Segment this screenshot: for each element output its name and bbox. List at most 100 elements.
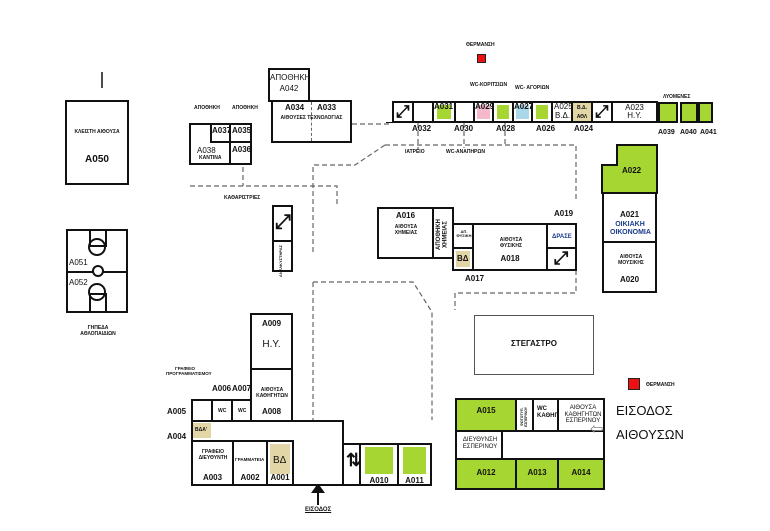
label-a032: A032 [412,124,432,133]
room-a042[interactable]: ΑΠΟΘΗΚΗ A042 [268,68,310,102]
room-a033-number: A033 [317,103,337,112]
room-name: ΦΩΤΟΤΥΠ. ΕΣΠΕΡΙΝΟΥ [520,406,528,428]
room-a034-a033[interactable]: A034 A033 ΑΙΘΟΥΣΕΣ ΤΕΧΝΟΛΟΓΙΑΣ [271,100,352,143]
room-a014[interactable]: A014 [557,458,605,490]
stairs-icon: ⤢ [275,211,291,233]
label-a039: A039 [658,129,675,136]
room-number: A009 [261,319,282,328]
room-name: ΑΙΘΟΥΣΑ ΧΗΜΕΙΑΣ [394,224,418,236]
courts-label: ΓΗΠΕΔΑ ΑΘΛΟΠΑΙΔΙΩΝ [80,325,116,337]
room-number: A015 [476,406,496,415]
room-number: A027 [514,102,534,111]
label-a019: A019 [554,209,574,218]
room-name: Β.Δ. [555,111,571,120]
court-a051: A051 [69,258,88,267]
room-name: ΒΔΑ' [195,427,208,433]
room-name: ΑΙΘΟΥΣΑ ΦΥΣΙΚΗΣ [499,237,523,249]
label-infirmary: ΙΑΤΡΕΙΟ [405,149,425,155]
room-a037[interactable]: A037 [210,123,231,143]
room-a036[interactable]: A036 [229,141,252,165]
room-a026[interactable] [531,101,553,123]
room-evening-direction[interactable]: ΔΙΕΥΘΥΝΣΗ ΕΣΠΕΡΙΝΟΥ [455,430,503,460]
room-a018[interactable]: ΑΙΘΟΥΣΑ ΦΥΣΙΚΗΣ A018 [472,223,548,271]
label-a040: A040 [680,129,697,136]
room-name: ΔΡΑΣΕ [552,234,572,240]
room-a011[interactable]: A011 [397,443,432,486]
room-number: A016 [395,211,416,220]
room-wc-a007[interactable]: WC [231,399,252,422]
room-a034-number: A034 [285,103,305,112]
room-number: A011 [405,476,424,485]
stairs-icon: ⤢ [595,102,609,121]
heating-label: ΘΕΡΜΑΝΣΗ [466,42,495,48]
room-a024[interactable]: Β.Δ.ΑΘΛ [571,101,593,123]
room-physics-storage[interactable]: ΑΠ. ΦΥΣΙΚΗ [452,223,474,249]
room-a016[interactable]: A016 ΑΙΘΟΥΣΑ ΧΗΜΕΙΑΣ [377,207,434,259]
room-a041[interactable] [698,102,713,123]
room-chem-storage[interactable]: ΑΠΟΘΗΚΗ ΧΗΜΕΙΑΣ [432,207,454,259]
room-number: A037 [212,126,232,135]
label-labs: ΛΥΟΜΕΝΕΣ [663,94,691,100]
room-name: ΔΙΕΥΘΥΝΣΗ ΕΣΠΕΡΙΝΟΥ [462,437,498,450]
room-number: A035 [232,126,252,135]
room-name: ΑΙΘΟΥΣΑ ΚΑΘΗΓΗΤΩΝ ΕΣΠΕΡΙΝΟΥ [564,405,602,425]
room-a019[interactable]: ΔΡΑΣΕ [546,223,577,249]
room-a013[interactable]: A013 [515,458,559,490]
room-a012[interactable]: A012 [455,458,517,490]
room-a003[interactable]: ΓΡΑΦΕΙΟ ΔΙΕΥΘΥΝΤΗ A003 [191,440,234,486]
room-a004[interactable]: ΒΔΑ' [193,423,211,438]
stairs: ⤢ [546,247,577,271]
room-a015[interactable]: A015 [455,398,517,432]
elevator[interactable]: ΑΝΕΛΚΥΣΤΗΡΑΣ [272,240,293,277]
room-bd[interactable]: ΒΔ [452,247,474,271]
room-number: A021 [619,210,640,219]
room-wc-teachers[interactable]: WC ΚΑΘΗΓ. [532,398,559,432]
room-number: A050 [85,154,109,165]
room-name: WC [238,408,247,414]
stairs-icon: ⤢ [396,102,410,121]
room-a001[interactable]: ΒΔ A001 [266,440,294,486]
room-a030[interactable] [454,101,475,123]
room-evening-teachers[interactable]: ΑΙΘΟΥΣΑ ΚΑΘΗΓΗΤΩΝ ΕΣΠΕΡΙΝΟΥ [557,398,605,432]
room-number: A023 [625,103,644,112]
room-number: A020 [619,275,640,284]
room-number: A013 [527,468,547,477]
label-a017: A017 [465,274,485,283]
room-a002[interactable]: ΓΡΑΜΜΑΤΕΙΑ A002 [232,440,268,486]
sports-courts[interactable]: A051 A052 [66,229,128,313]
room-a010[interactable]: A010 [359,443,399,486]
elevator-label: ΑΝΕΛΚΥΣΤΗΡΑΣ [278,245,283,278]
heating-marker [628,378,640,390]
room-a022-number: A022 [622,166,642,175]
room-a027[interactable]: A027 [512,101,533,123]
room-a040[interactable] [680,102,698,123]
label-a026: A026 [536,124,556,133]
room-a032[interactable] [412,101,434,123]
room-a009[interactable]: A009 Η.Υ. [250,313,293,370]
room-a020[interactable]: ΑΙΘΟΥΣΑ ΜΟΥΣΙΚΗΣ A020 [602,241,657,293]
room-a005[interactable] [191,399,213,422]
room-a021[interactable]: A021 ΟΙΚΙΑΚΗ ΟΙΚΟΝΟΜΙΑ [602,192,657,243]
room-a039[interactable] [658,102,678,123]
room-name: ΓΡΑΦΕΙΟ ΔΙΕΥΘΥΝΤΗ [198,449,228,461]
room-a008[interactable]: ΑΙΘΟΥΣΑ ΚΑΘΗΓΗΤΩΝ A008 [250,368,293,422]
room-a028[interactable] [492,101,514,123]
room-number: A036 [232,145,252,154]
room-name: ΑΙΘΟΥΣΑ ΚΑΘΗΓΗΤΩΝ [256,387,288,399]
room-number: A042 [279,84,299,93]
heating-label: ΘΕΡΜΑΝΣΗ [646,382,675,388]
label-wc-girls: WC-ΚΟΡΙΤΣΙΩΝ [470,82,508,88]
classrooms-entrance-label: ΑΙΘΟΥΣΩΝ [616,427,684,442]
room-wc-a006[interactable]: WC [211,399,233,422]
room-a035[interactable]: A035 [229,123,252,143]
stairs: ⤢ [591,101,613,123]
room-a029[interactable]: A029 [473,101,494,123]
room-a050[interactable]: ΚΛΕΙΣΤΗ ΑΙΘΟΥΣΑ A050 [65,100,129,185]
label-a006: A006 [212,384,232,393]
room-a031[interactable]: A031 [432,101,456,123]
heating-marker [477,54,486,63]
room-name: Η.Υ. [627,111,642,120]
room-name: ΑΙΘΟΥΣΕΣ ΤΕΧΝΟΛΟΓΙΑΣ [280,115,343,121]
